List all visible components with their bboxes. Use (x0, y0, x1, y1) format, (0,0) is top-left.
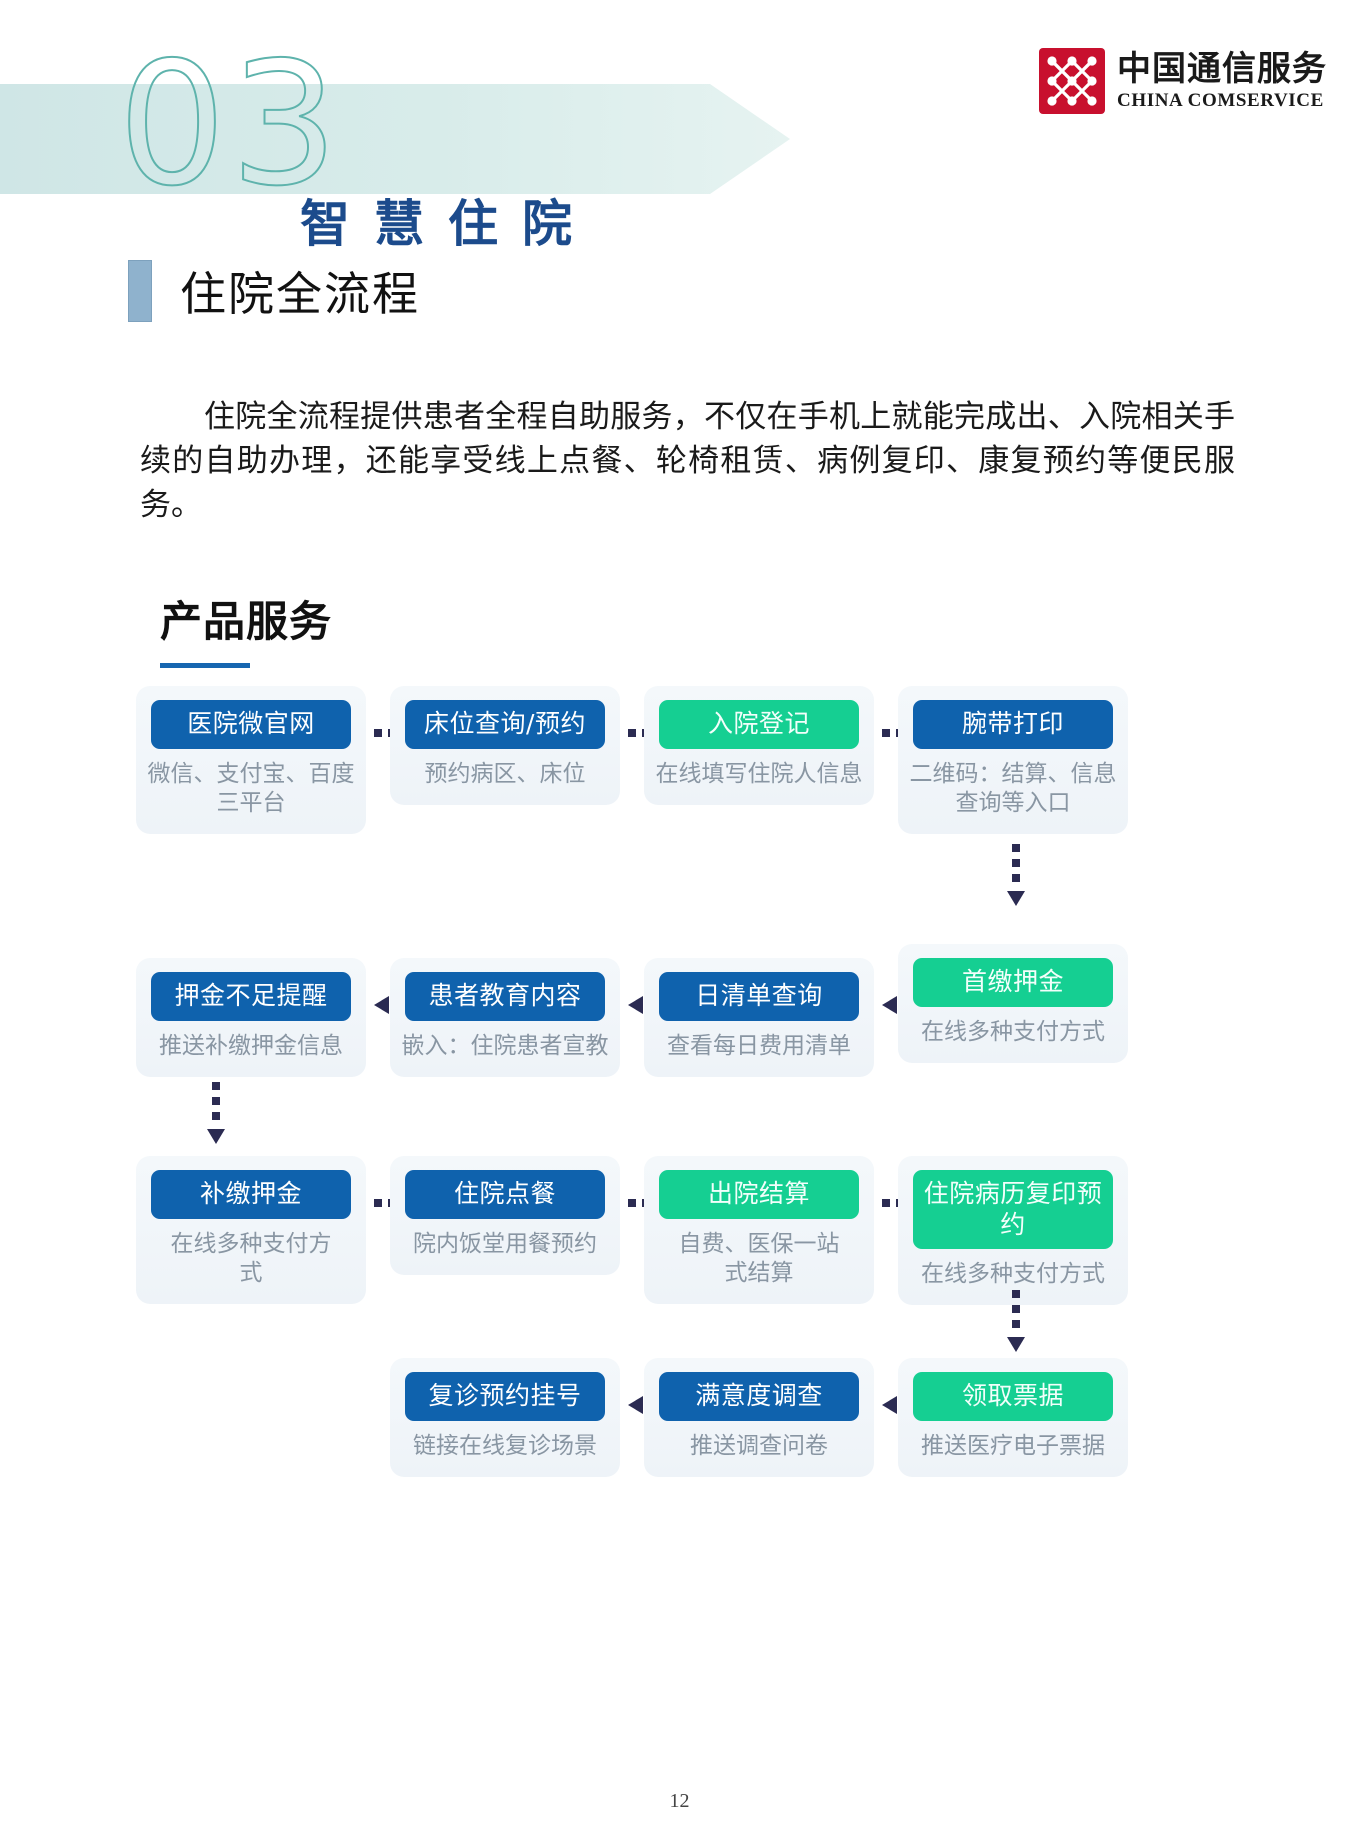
flow-node-label: 日清单查询 (659, 972, 859, 1021)
flow-node-label: 押金不足提醒 (151, 972, 351, 1021)
flow-node-caption: 推送医疗电子票据 (921, 1432, 1105, 1459)
flow-node-n2[interactable]: 床位查询/预约 预约病区、床位 (390, 686, 620, 805)
flow-node-caption: 查看每日费用清单 (667, 1032, 851, 1059)
logo-english-name: CHINA COMSERVICE (1117, 90, 1324, 111)
comservice-logo-icon (1039, 48, 1105, 114)
section-banner-title: 智慧住院 (300, 195, 596, 253)
flow-node-label: 出院结算 (659, 1170, 859, 1219)
flow-node-n8[interactable]: 首缴押金 在线多种支付方式 (898, 944, 1128, 1063)
flow-arrow-down-icon (1007, 844, 1025, 906)
flow-node-caption: 在线多种支付方式 (921, 1018, 1105, 1045)
flow-node-label: 复诊预约挂号 (405, 1372, 605, 1421)
flow-node-label: 入院登记 (659, 700, 859, 749)
flow-node-caption: 链接在线复诊场景 (413, 1432, 597, 1459)
flow-node-caption: 在线多种支付方式 (921, 1261, 1105, 1287)
flow-node-n1[interactable]: 医院微官网 微信、支付宝、百度三平台 (136, 686, 366, 835)
flow-node-label: 住院点餐 (405, 1170, 605, 1219)
flow-node-n15[interactable]: 领取票据 推送医疗电子票据 (898, 1358, 1128, 1477)
intro-paragraph: 住院全流程提供患者全程自助服务，不仅在手机上就能完成出、入院相关手续的自助办理，… (140, 399, 1235, 524)
flow-node-label: 领取票据 (913, 1372, 1113, 1421)
flow-row-2: 押金不足提醒 推送补缴押金信息 患者教育内容 嵌入：住院患者宣教 日清单查询 查… (0, 872, 1359, 1144)
flow-arrow-down-icon (207, 1082, 225, 1144)
flow-node-caption: 嵌入：住院患者宣教 (401, 1032, 609, 1059)
flow-node-n6[interactable]: 患者教育内容 嵌入：住院患者宣教 (390, 958, 620, 1077)
flow-node-n4[interactable]: 腕带打印 二维码：结算、信息查询等入口 (898, 686, 1128, 835)
flow-node-caption: 推送补缴押金信息 (159, 1032, 343, 1059)
flow-node-caption: 二维码：结算、信息查询等入口 (909, 760, 1117, 816)
flow-row-4: 复诊预约挂号 链接在线复诊场景 满意度调查 推送调查问卷 领取票据 推送医疗电子… (0, 1278, 1359, 1477)
flow-node-n5[interactable]: 押金不足提醒 推送补缴押金信息 (136, 958, 366, 1077)
flow-row-1: 医院微官网 微信、支付宝、百度三平台 床位查询/预约 预约病区、床位 入院登记 … (0, 686, 1359, 906)
page-number: 12 (669, 1790, 690, 1812)
flow-node-label: 首缴押金 (913, 958, 1113, 1007)
flow-node-caption: 在线填写住院人信息 (655, 760, 863, 787)
section-banner: 03 智慧住院 (0, 39, 790, 253)
product-services-heading: 产品服务 (160, 597, 333, 646)
section-number: 03 (117, 26, 343, 224)
flow-node-caption: 预约病区、床位 (424, 760, 586, 787)
flow-node-caption: 在线多种支付方式 (170, 1230, 332, 1286)
flow-node-label: 补缴押金 (151, 1170, 351, 1219)
page-title: 住院全流程 (180, 267, 420, 321)
brand-logo: 中国通信服务 CHINA COMSERVICE (1039, 48, 1327, 114)
flow-node-label: 满意度调查 (659, 1372, 859, 1421)
flow-node-n10[interactable]: 住院点餐 院内饭堂用餐预约 (390, 1156, 620, 1275)
flow-node-label: 住院病历复印预约 (913, 1170, 1113, 1249)
flow-node-n13[interactable]: 复诊预约挂号 链接在线复诊场景 (390, 1358, 620, 1477)
heading-underline (160, 663, 250, 668)
title-accent-bar (128, 260, 152, 322)
flow-node-n12[interactable]: 住院病历复印预约 在线多种支付方式 (898, 1156, 1128, 1306)
flow-node-caption: 微信、支付宝、百度三平台 (147, 760, 355, 816)
flow-node-label: 患者教育内容 (405, 972, 605, 1021)
service-flow-diagram: 医院微官网 微信、支付宝、百度三平台 床位查询/预约 预约病区、床位 入院登记 … (0, 686, 1359, 1477)
flow-node-label: 腕带打印 (913, 700, 1113, 749)
logo-chinese-name: 中国通信服务 (1117, 49, 1327, 89)
logo-text-block: 中国通信服务 CHINA COMSERVICE (1117, 52, 1327, 110)
flow-node-n9[interactable]: 补缴押金 在线多种支付方式 (136, 1156, 366, 1305)
page-title-block: 住院全流程 (128, 258, 420, 324)
flow-arrow-down-icon (1007, 1290, 1025, 1352)
flow-node-caption: 推送调查问卷 (690, 1432, 828, 1459)
flow-node-label: 床位查询/预约 (405, 700, 605, 749)
flow-node-label: 医院微官网 (151, 700, 351, 749)
flow-node-n3[interactable]: 入院登记 在线填写住院人信息 (644, 686, 874, 805)
flow-node-caption: 自费、医保一站式结算 (678, 1230, 840, 1286)
flow-node-caption: 院内饭堂用餐预约 (413, 1230, 597, 1257)
flow-node-n7[interactable]: 日清单查询 查看每日费用清单 (644, 958, 874, 1077)
flow-row-3: 补缴押金 在线多种支付方式 住院点餐 院内饭堂用餐预约 出院结算 自费、医保一站… (0, 1068, 1359, 1352)
banner-arrow-shape (0, 84, 790, 194)
flow-node-n11[interactable]: 出院结算 自费、医保一站式结算 (644, 1156, 874, 1305)
flow-node-n14[interactable]: 满意度调查 推送调查问卷 (644, 1358, 874, 1477)
product-services-heading-block: 产品服务 (160, 588, 332, 668)
